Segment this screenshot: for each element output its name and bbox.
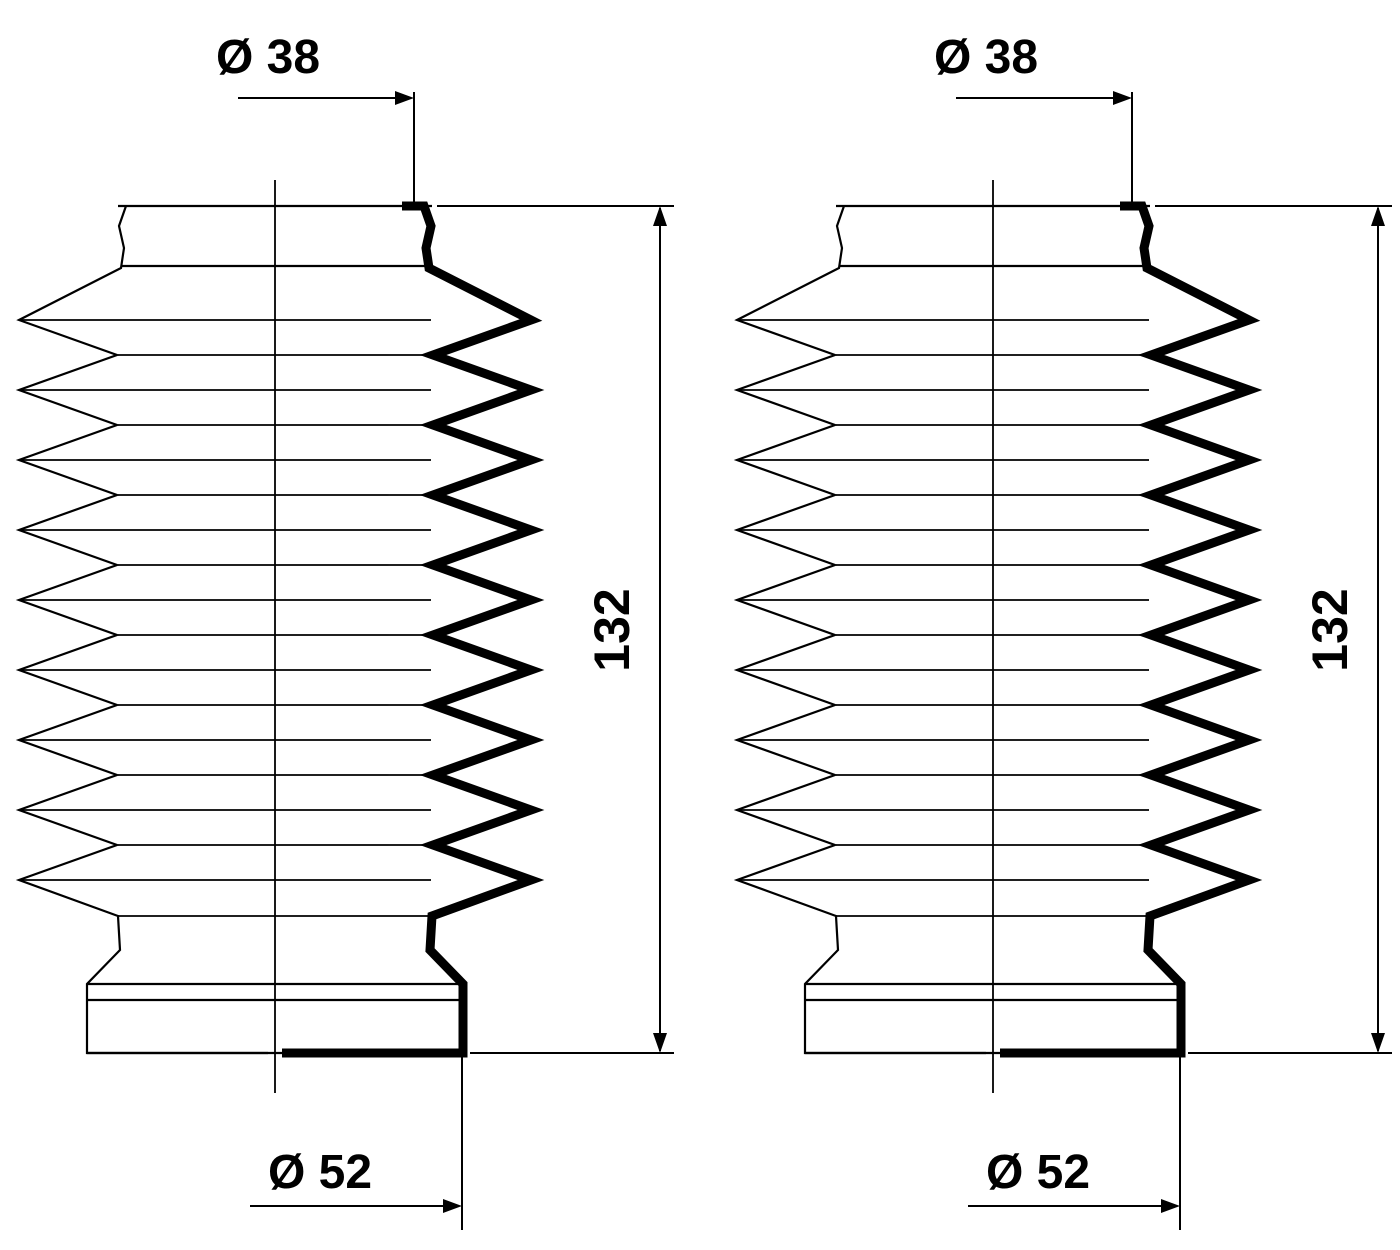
bellows-figure-left: Ø 38 132 Ø 52 bbox=[19, 31, 674, 1230]
bottom-diameter-label: Ø 52 bbox=[986, 1146, 1090, 1199]
height-label: 132 bbox=[584, 588, 640, 671]
boot-drawing-instance bbox=[19, 91, 674, 1230]
top-diameter-label: Ø 38 bbox=[216, 31, 320, 84]
boot-drawing-instance bbox=[737, 91, 1392, 1230]
height-label: 132 bbox=[1302, 588, 1358, 671]
top-diameter-label: Ø 38 bbox=[934, 31, 1038, 84]
bellows-figure-right: Ø 38 132 Ø 52 bbox=[737, 31, 1392, 1230]
bottom-diameter-label: Ø 52 bbox=[268, 1146, 372, 1199]
